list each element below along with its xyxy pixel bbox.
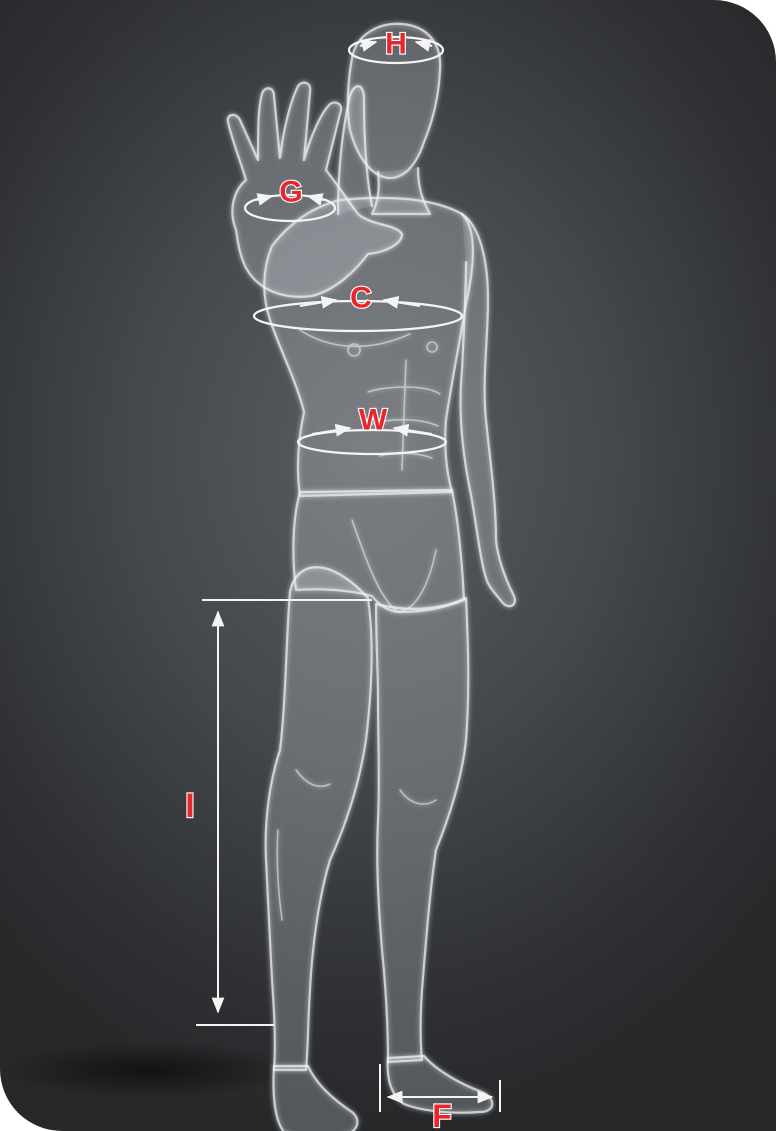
figure-left-foot — [273, 1066, 357, 1131]
figure-left-leg — [266, 567, 372, 1070]
floor-shadow — [0, 1042, 300, 1098]
foot-label: F — [432, 1098, 452, 1131]
chest-label: C — [350, 282, 372, 315]
hand-label: G — [279, 176, 302, 209]
inseam-label: I — [185, 787, 194, 825]
waist-label: W — [359, 404, 388, 437]
human-figure — [228, 24, 515, 1131]
figure-right-leg — [376, 598, 468, 1062]
head-label: H — [385, 28, 407, 61]
figure-hanging-arm — [460, 214, 514, 606]
